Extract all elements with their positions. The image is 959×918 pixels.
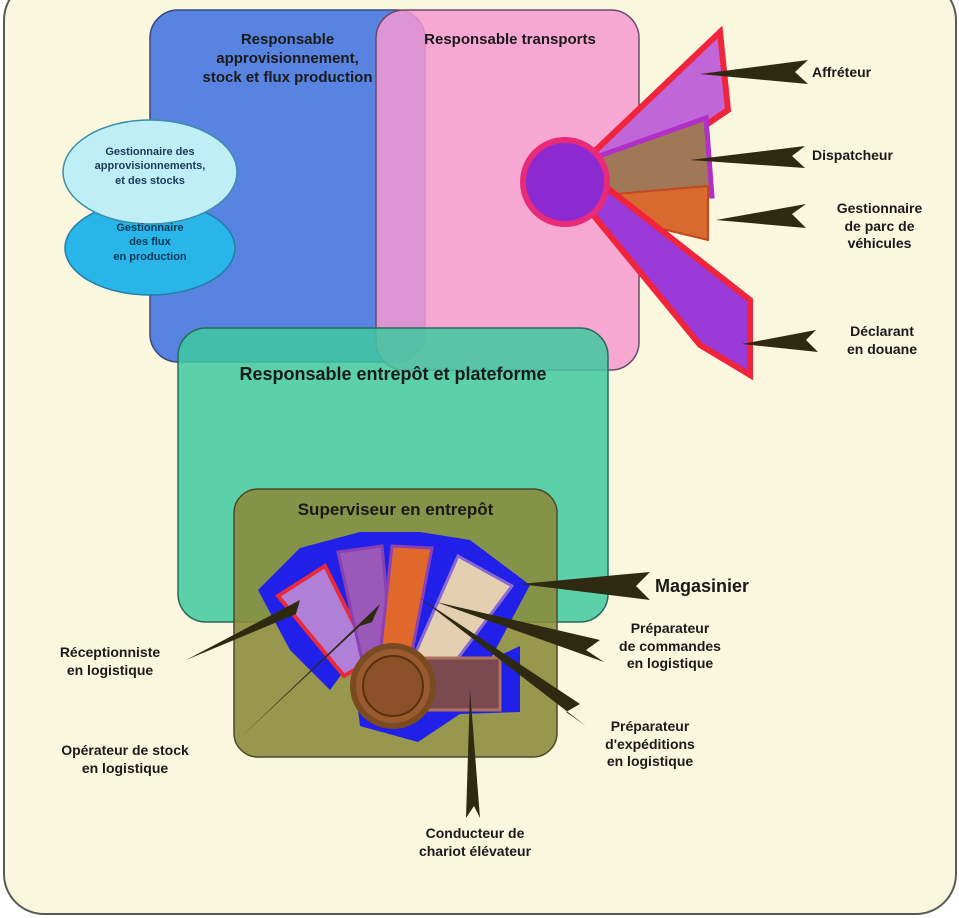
charterer-label: Affréteur — [812, 64, 922, 82]
forklift-driver-label: Conducteur de chariot élévateur — [395, 825, 555, 860]
production-flow-manager-label: Gestionnaire des flux en production — [70, 221, 230, 264]
dispatcher-label: Dispatcheur — [812, 147, 932, 165]
warehouse-supervisor-title: Superviseur en entrepôt — [234, 499, 557, 520]
order-picker-label: Préparateur de commandes en logistique — [590, 620, 750, 673]
fleet-manager-label: Gestionnaire de parc de véhicules — [812, 200, 947, 253]
warehouse-manager-title: Responsable entrepôt et plateforme — [178, 363, 608, 386]
supply-manager-title: Responsable approvisionnement, stock et … — [150, 31, 425, 87]
transport-manager-title: Responsable transports — [385, 31, 635, 50]
supply-stock-manager-label: Gestionnaire des approvisionnements, et … — [65, 145, 235, 188]
customs-declarant-label: Déclarant en douane — [822, 323, 942, 358]
storekeeper-label: Magasinier — [655, 575, 795, 598]
shipping-preparer-label: Préparateur d'expéditions en logistique — [575, 718, 725, 771]
receptionist-label: Réceptionniste en logistique — [35, 644, 185, 679]
transport-hub — [523, 140, 607, 224]
stock-operator-label: Opérateur de stock en logistique — [25, 742, 225, 777]
